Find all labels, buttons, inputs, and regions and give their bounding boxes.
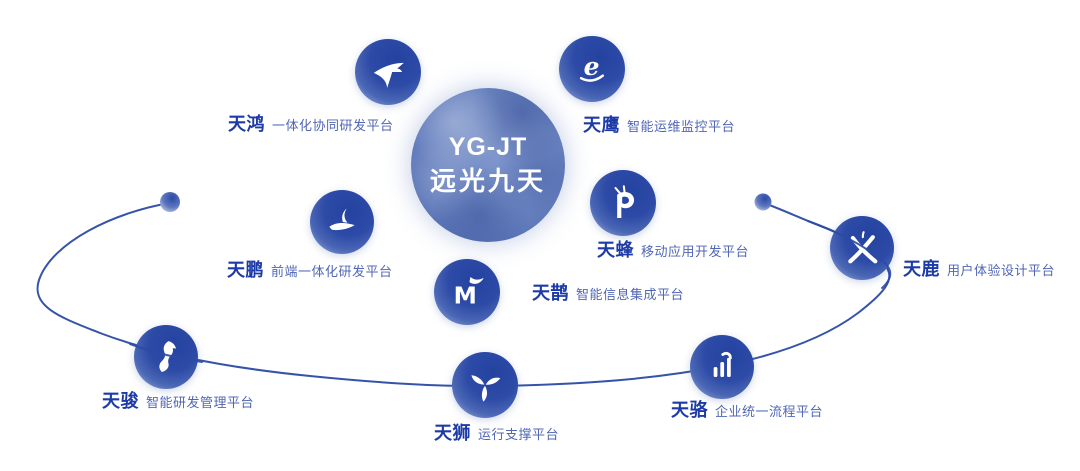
platform-name: 天鹊: [532, 283, 569, 303]
swallow-icon: [373, 62, 404, 88]
camel-bars-icon: [713, 351, 732, 377]
platform-name: 天骏: [102, 391, 139, 411]
label-tianshi: 天狮 运行支撑平台: [434, 419, 559, 445]
central-moon: YG-JT 远光九天: [411, 88, 565, 242]
center-title-cn: 远光九天: [429, 166, 546, 197]
platform-desc: 前端一体化研发平台: [271, 264, 393, 279]
label-tianlu: 天鹿 用户体验设计平台: [903, 255, 1055, 281]
platform-name: 天狮: [434, 423, 471, 443]
label-tianpeng: 天鹏 前端一体化研发平台: [227, 256, 393, 282]
platform-circle-tianpeng: [310, 190, 374, 254]
platform-desc: 移动应用开发平台: [641, 244, 750, 259]
platform-circle-tianying: e: [559, 36, 625, 102]
horse-head-icon: [159, 341, 176, 372]
platform-name: 天骆: [671, 400, 708, 420]
label-tianhong: 天鸿 一体化协同研发平台: [228, 110, 394, 136]
platform-name: 天蜂: [597, 240, 634, 260]
platform-desc: 智能运维监控平台: [627, 119, 736, 134]
platform-name: 天鹏: [227, 260, 264, 280]
platform-desc: 运行支撑平台: [478, 427, 560, 442]
platform-circle-tianshi: [452, 352, 518, 418]
magpie-m-icon: M: [454, 277, 484, 310]
label-tianque: 天鹊 智能信息集成平台: [532, 279, 684, 305]
platform-desc: 智能研发管理平台: [146, 395, 255, 410]
bee-p-icon: [614, 185, 635, 218]
propeller-icon: [471, 375, 501, 402]
deer-x-icon: [848, 231, 878, 264]
platform-circle-tianluo: [690, 335, 754, 399]
orbit-left-dot: [160, 192, 180, 212]
eagle-e-icon: e: [579, 52, 605, 82]
platform-circle-tianque: M: [434, 259, 500, 325]
platform-circle-tianfeng: [590, 170, 656, 236]
svg-text:M: M: [454, 282, 477, 310]
label-tianfeng: 天蜂 移动应用开发平台: [597, 236, 749, 262]
svg-text:e: e: [584, 52, 600, 81]
platform-desc: 用户体验设计平台: [947, 263, 1056, 278]
label-tianying: 天鹰 智能运维监控平台: [583, 111, 735, 137]
platform-name: 天鸿: [228, 114, 265, 134]
label-tianjun: 天骏 智能研发管理平台: [102, 387, 254, 413]
orbit-right-dot: [754, 193, 772, 211]
platform-circle-tianjun: [134, 325, 198, 389]
label-tianluo: 天骆 企业统一流程平台: [671, 396, 823, 422]
platform-name: 天鹿: [903, 259, 940, 279]
center-title-en: YG-JT: [448, 132, 528, 161]
peng-bird-icon: [329, 208, 355, 231]
platform-desc: 一体化协同研发平台: [272, 118, 394, 133]
platform-desc: 智能信息集成平台: [576, 287, 685, 302]
platform-name: 天鹰: [583, 115, 620, 135]
platform-circle-tianhong: [355, 39, 421, 105]
platform-desc: 企业统一流程平台: [715, 404, 824, 419]
platform-circle-tianlu: [830, 216, 894, 280]
